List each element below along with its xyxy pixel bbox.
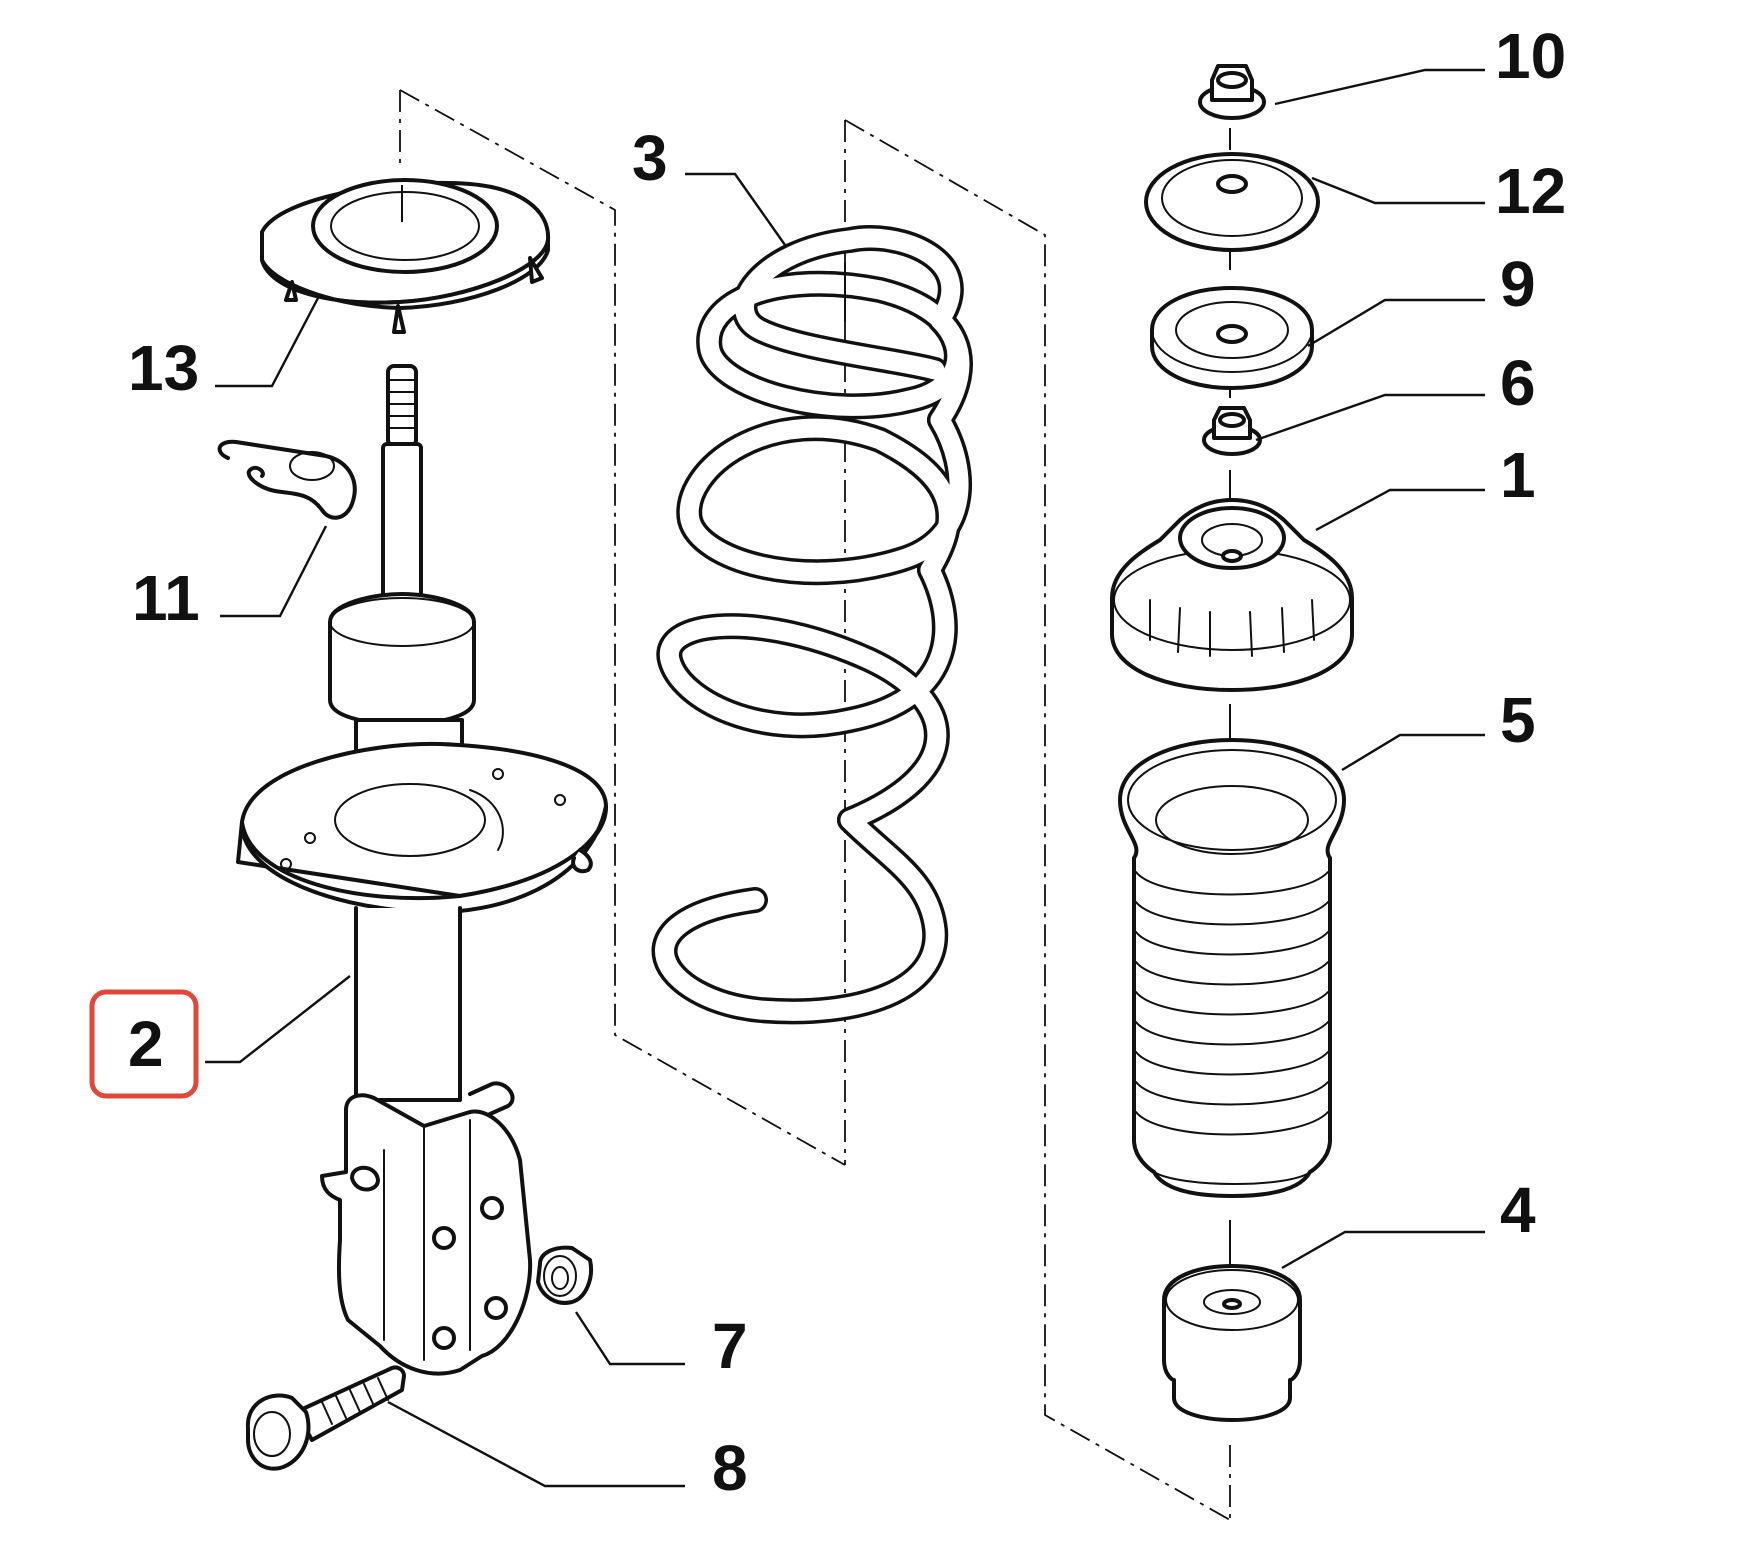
part-9-strut-bearing [1150, 286, 1314, 390]
part-8-bolt [245, 1365, 406, 1471]
callout-6: 6 [1500, 347, 1536, 419]
callout-labels: 10 12 9 6 1 5 4 3 13 11 2 7 8 [128, 20, 1566, 1504]
callout-5: 5 [1500, 684, 1536, 756]
part-3-coil-spring [651, 225, 973, 1025]
callout-13: 13 [128, 332, 199, 404]
part-5-dust-boot-bellows [1118, 738, 1346, 1198]
part-6-lock-nut [1202, 406, 1262, 456]
callout-3: 3 [632, 122, 668, 194]
part-13-upper-spring-seat [260, 178, 551, 334]
callout-10: 10 [1495, 20, 1566, 92]
part-12-washer-plate [1144, 152, 1320, 252]
callout-1: 1 [1500, 439, 1536, 511]
callout-9: 9 [1500, 248, 1536, 320]
callout-8: 8 [712, 1432, 748, 1504]
callout-12: 12 [1495, 155, 1566, 227]
callout-7: 7 [712, 1310, 748, 1382]
part-4-bump-stop [1162, 1264, 1302, 1422]
callout-2: 2 [128, 1008, 164, 1080]
part-11-retaining-clip [217, 439, 357, 520]
callout-11: 11 [132, 562, 200, 634]
part-1-top-mount [1110, 498, 1354, 692]
leader-lines [205, 68, 1485, 1488]
part-7-flange-nut [536, 1245, 593, 1305]
callout-4: 4 [1500, 1174, 1536, 1246]
highlight-box-callout-2 [89, 989, 199, 1099]
part-10-flange-nut [1198, 64, 1266, 120]
part-2-shock-absorber-strut [236, 364, 609, 1376]
